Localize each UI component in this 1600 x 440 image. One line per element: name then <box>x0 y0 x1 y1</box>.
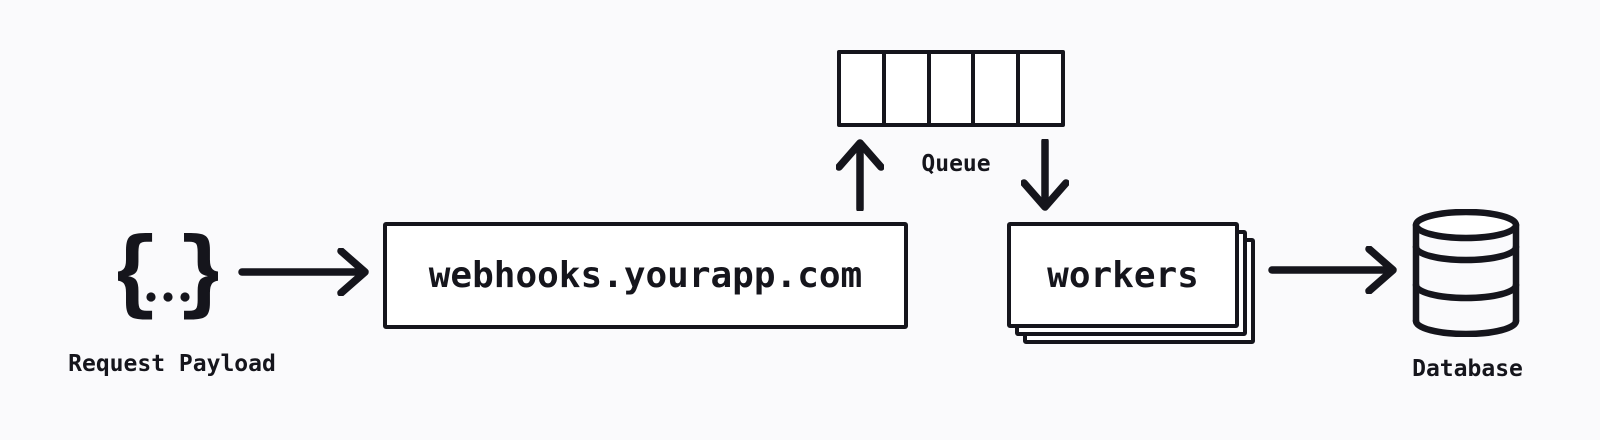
payload-label: Request Payload <box>68 351 276 377</box>
queue-cell <box>975 54 1021 123</box>
database-cylinder-icon <box>1412 209 1520 337</box>
svg-text:}: } <box>176 230 218 322</box>
svg-text:{: { <box>118 230 160 322</box>
database-label: Database <box>1412 356 1523 382</box>
workers-label: workers <box>1047 254 1199 296</box>
server-box: webhooks.yourapp.com <box>383 222 908 329</box>
queue-cell <box>1020 54 1061 123</box>
workers-stack: workers <box>1007 222 1255 344</box>
payload-to-server-arrow <box>238 248 369 296</box>
queue-box <box>837 50 1065 127</box>
queue-cells <box>841 54 1061 123</box>
server-label: webhooks.yourapp.com <box>428 255 863 296</box>
workers-box: workers <box>1007 222 1239 328</box>
json-braces-icon: { } <box>118 230 218 322</box>
server-to-queue-arrow <box>836 139 884 211</box>
queue-label: Queue <box>921 151 991 177</box>
queue-cell <box>930 54 976 123</box>
queue-cell <box>885 54 931 123</box>
workers-to-database-arrow <box>1268 246 1397 294</box>
queue-to-workers-arrow <box>1021 139 1069 211</box>
queue-cell <box>841 54 886 123</box>
